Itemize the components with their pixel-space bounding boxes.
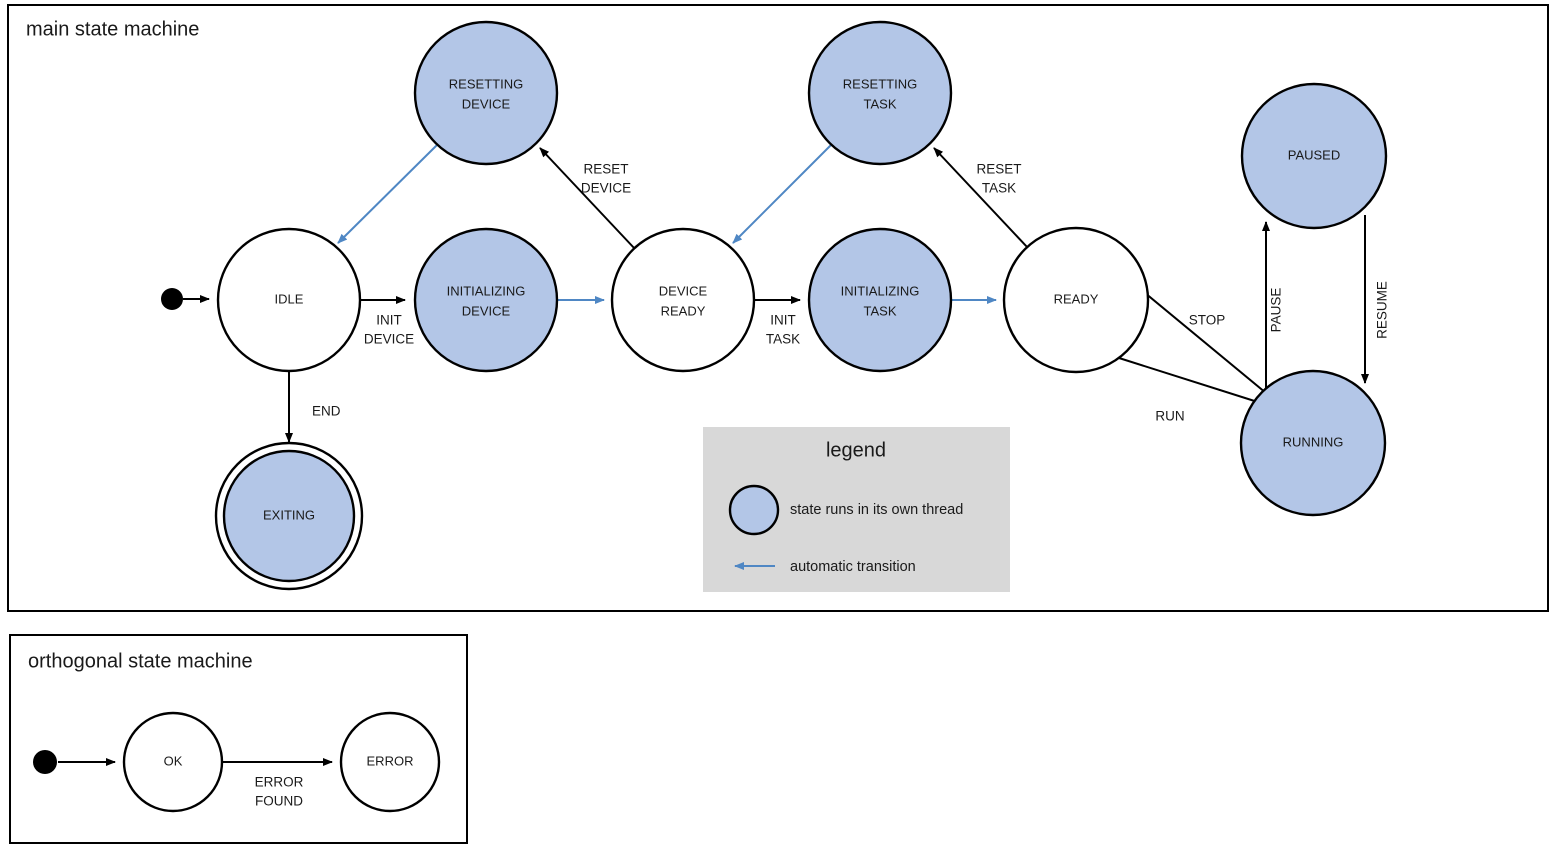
state-initializing-task-shape[interactable]	[807, 227, 953, 373]
state-resetting-task-label-line2: TASK	[864, 96, 897, 111]
transition-running-to-ready	[1138, 287, 1267, 394]
state-running[interactable]: RUNNING	[1239, 369, 1387, 517]
state-initializing-device-label-line2: DEVICE	[462, 303, 511, 318]
state-exiting-label: EXITING	[263, 507, 315, 522]
transition-label-pause: PAUSE	[1269, 288, 1284, 333]
initial-state-marker-main	[161, 288, 183, 310]
transition-device-ready-to-resetting-device	[539, 147, 636, 250]
legend: legend state runs in its own thread auto…	[703, 427, 1010, 592]
legend-automatic-transition-text: automatic transition	[790, 559, 916, 575]
legend-title: legend	[826, 439, 886, 461]
transition-label-error-found-line2: FOUND	[255, 794, 303, 809]
state-running-label: RUNNING	[1283, 434, 1344, 449]
state-ready-label: READY	[1054, 291, 1099, 306]
transition-label-reset-task-line2: TASK	[982, 181, 1016, 196]
state-ready-shape[interactable]	[1002, 226, 1150, 374]
transition-label-resume: RESUME	[1375, 281, 1390, 339]
transition-label-init-device-line1: INIT	[376, 313, 402, 328]
state-idle-label: IDLE	[275, 291, 304, 306]
transition-resetting-task-to-device-ready	[732, 144, 832, 244]
state-device-ready-label-line2: READY	[661, 303, 706, 318]
state-paused-label: PAUSED	[1288, 147, 1341, 162]
transition-label-run: RUN	[1155, 409, 1184, 424]
state-running-shape[interactable]	[1239, 369, 1387, 517]
legend-thread-state-text: state runs in its own thread	[790, 502, 963, 518]
state-device-ready-shape[interactable]	[610, 227, 756, 373]
state-initializing-task-label-line1: INITIALIZING	[841, 283, 920, 298]
transition-resetting-device-to-idle	[337, 144, 438, 244]
transition-label-reset-device-line2: DEVICE	[581, 181, 631, 196]
state-initializing-device-label-line1: INITIALIZING	[447, 283, 526, 298]
state-exiting-shape[interactable]	[222, 449, 356, 583]
state-initializing-device[interactable]: INITIALIZING DEVICE	[413, 227, 559, 373]
main-states: IDLE RESETTING DEVICE INITIALIZING DEVIC…	[214, 20, 1388, 591]
state-device-ready-label-line1: DEVICE	[659, 283, 708, 298]
transition-label-end: END	[312, 404, 341, 419]
transition-label-reset-task-line1: RESET	[976, 162, 1021, 177]
state-resetting-task-label-line1: RESETTING	[843, 76, 917, 91]
state-resetting-device-label-line1: RESETTING	[449, 76, 523, 91]
initial-state-marker-orthogonal	[33, 750, 57, 774]
orthogonal-frame-title: orthogonal state machine	[28, 650, 253, 672]
state-error-shape[interactable]	[339, 711, 441, 813]
state-paused-shape[interactable]	[1240, 82, 1388, 230]
state-device-ready[interactable]: DEVICE READY	[610, 227, 756, 373]
state-resetting-task-shape[interactable]	[807, 20, 953, 166]
orthogonal-state-machine-frame: orthogonal state machine ERROR FOUND OK …	[9, 634, 468, 844]
state-initializing-task[interactable]: INITIALIZING TASK	[807, 227, 953, 373]
state-initializing-device-shape[interactable]	[413, 227, 559, 373]
transition-label-init-task-line2: TASK	[766, 332, 800, 347]
state-ok-label: OK	[164, 753, 183, 768]
state-error-label: ERROR	[367, 753, 414, 768]
state-paused[interactable]: PAUSED	[1240, 82, 1388, 230]
state-resetting-device-shape[interactable]	[413, 20, 559, 166]
transition-label-stop: STOP	[1189, 313, 1226, 328]
transition-label-init-device-line2: DEVICE	[364, 332, 414, 347]
state-error[interactable]: ERROR	[339, 711, 441, 813]
state-idle[interactable]: IDLE	[216, 227, 362, 373]
state-exiting[interactable]: EXITING	[214, 441, 364, 591]
state-ready[interactable]: READY	[1002, 226, 1150, 374]
state-idle-shape[interactable]	[216, 227, 362, 373]
legend-thread-state-icon	[728, 484, 780, 536]
transition-label-error-found-line1: ERROR	[255, 775, 304, 790]
transition-label-init-task-line1: INIT	[770, 313, 796, 328]
state-resetting-device-label-line2: DEVICE	[462, 96, 511, 111]
main-frame-title: main state machine	[26, 18, 199, 40]
transition-ready-to-running	[1118, 357, 1265, 406]
transition-ready-to-resetting-task	[933, 147, 1029, 249]
transition-label-reset-device-line1: RESET	[583, 162, 628, 177]
state-ok[interactable]: OK	[122, 711, 224, 813]
state-resetting-device[interactable]: RESETTING DEVICE	[413, 20, 559, 166]
state-resetting-task[interactable]: RESETTING TASK	[807, 20, 953, 166]
state-initializing-task-label-line2: TASK	[864, 303, 897, 318]
state-ok-shape[interactable]	[122, 711, 224, 813]
main-transitions: INIT DEVICE END RESET DEVICE INIT TASK R…	[183, 144, 1390, 443]
